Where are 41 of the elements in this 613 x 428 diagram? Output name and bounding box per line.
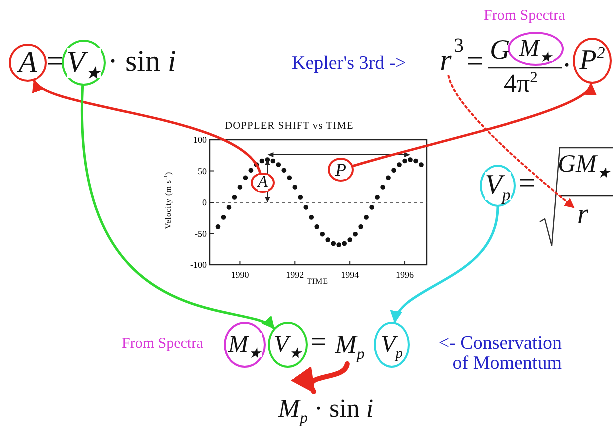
chart-title: DOPPLER SHIFT vs TIME — [225, 121, 354, 132]
circled-symbol: V$_{p}$ — [480, 165, 516, 207]
circled-symbol: A — [9, 44, 47, 82]
source-note: From Spectra — [122, 336, 204, 353]
circled-symbol: P$^{2}$ — [573, 38, 612, 84]
tick-label: 0 — [202, 198, 207, 208]
math-term: r — [574, 200, 592, 230]
math-text: = — [519, 168, 536, 200]
math-text: = — [467, 46, 484, 78]
math-text: G — [490, 36, 510, 66]
math-text: = — [311, 328, 327, 358]
annotation-text: Kepler's 3rd -> — [292, 54, 406, 74]
curved-arrow — [33, 80, 262, 174]
tick-label: -100 — [190, 260, 207, 270]
tick-label: 1994 — [341, 270, 360, 280]
math-term: M$_{p}$ — [332, 326, 368, 364]
circled-symbol: V$_{★}$ — [268, 322, 308, 368]
axis-title: TIME — [307, 277, 329, 286]
tick-label: 1996 — [396, 270, 414, 280]
curved-arrow — [292, 362, 350, 394]
math-term: r — [437, 46, 455, 76]
tick-label: 50 — [198, 166, 207, 176]
tick-label: 100 — [194, 135, 207, 145]
annotation-text: <- Conservation of Momentum — [438, 334, 562, 374]
math-text: · sin i — [108, 46, 176, 78]
math-text: = — [47, 46, 64, 78]
math-text: · — [562, 50, 572, 82]
circled-symbol: M$_{★}$ — [508, 32, 564, 66]
curved-arrow — [392, 206, 500, 324]
tick-label: 1992 — [286, 270, 304, 280]
circled-symbol: V$_{★}$ — [62, 40, 106, 86]
tick-label: -50 — [195, 228, 207, 239]
curved-arrow — [82, 84, 276, 330]
math-term: M$_{p}$ · sin i — [270, 392, 382, 426]
source-note: From Spectra — [484, 8, 566, 25]
tick-label: 1990 — [231, 270, 250, 280]
circled-symbol: V$_{p}$ — [374, 322, 410, 368]
circled-symbol: A — [251, 173, 275, 193]
circled-symbol: M$_{★}$ — [224, 322, 266, 368]
circled-symbol: P — [328, 158, 354, 182]
math-text: 3 — [454, 36, 464, 57]
